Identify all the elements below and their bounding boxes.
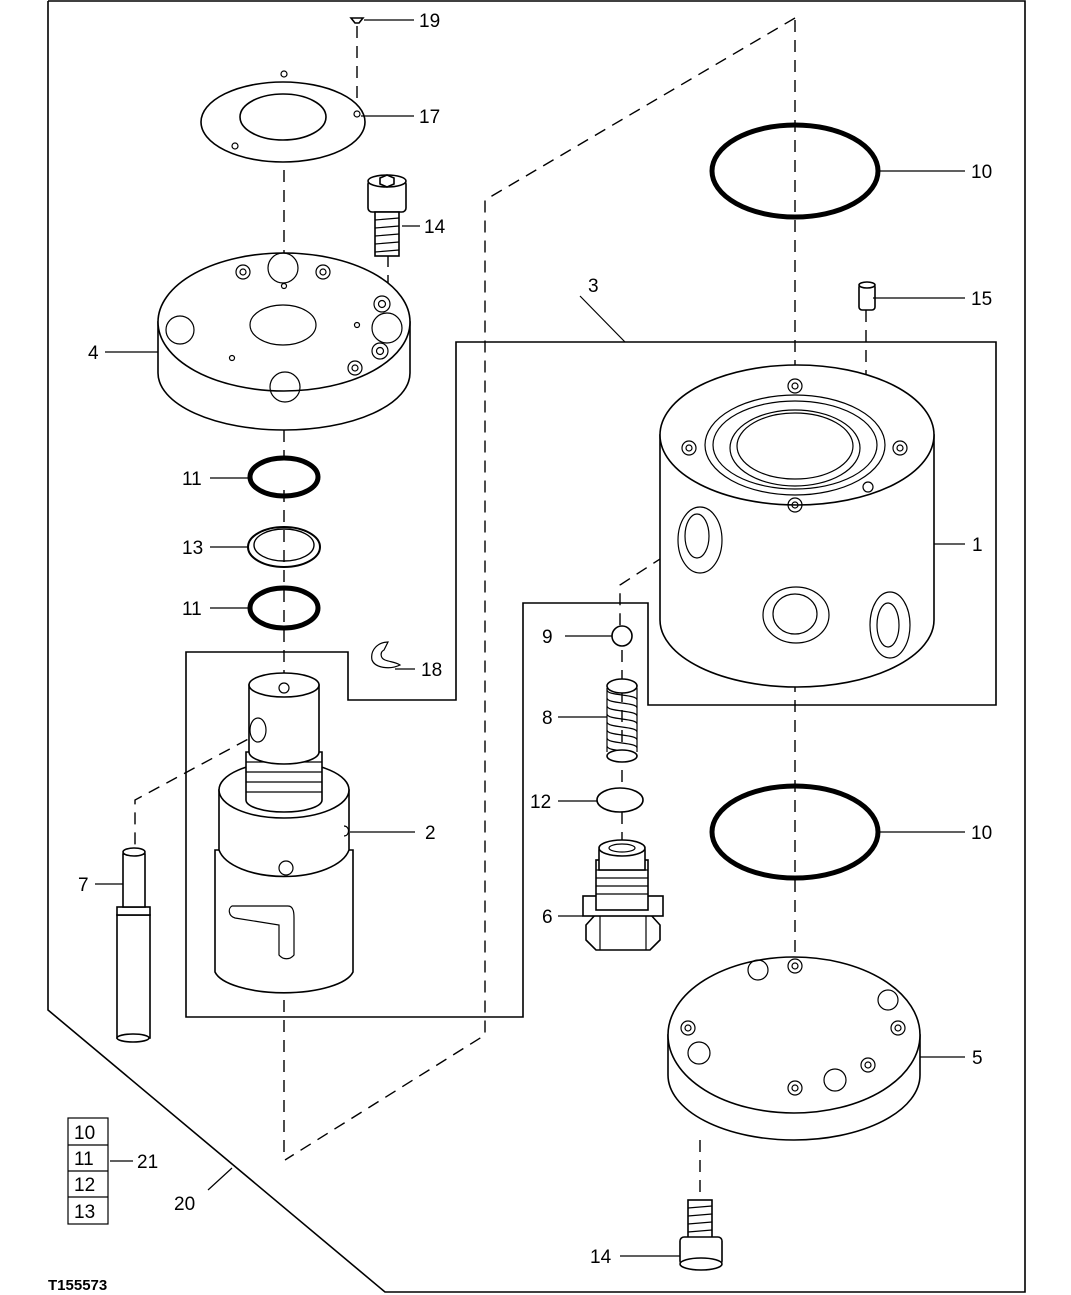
callout-5: 5 bbox=[972, 1048, 983, 1069]
snap-ring-18 bbox=[371, 641, 402, 669]
callout-1: 1 bbox=[972, 535, 983, 556]
callout-9: 9 bbox=[542, 627, 553, 648]
kit-item-11: 11 bbox=[74, 1149, 94, 1170]
callout-14-bottom: 14 bbox=[590, 1247, 612, 1268]
callout-20: 20 bbox=[174, 1194, 195, 1215]
gasket-plate-17 bbox=[200, 70, 366, 163]
callout-11-lower: 11 bbox=[182, 599, 202, 620]
callout-19: 19 bbox=[419, 11, 440, 32]
callout-2: 2 bbox=[425, 823, 436, 844]
callout-labels: 19 17 14 4 3 11 13 11 18 2 7 10 15 1 10 … bbox=[78, 11, 992, 1268]
callout-3: 3 bbox=[588, 276, 599, 297]
callout-4: 4 bbox=[88, 343, 99, 364]
callout-17: 17 bbox=[419, 107, 440, 128]
plug-6 bbox=[582, 839, 664, 951]
o-ring-10-upper bbox=[709, 122, 881, 220]
figure-id: T155573 bbox=[48, 1277, 107, 1294]
callout-12: 12 bbox=[530, 792, 551, 813]
callout-14-top: 14 bbox=[424, 217, 446, 238]
kit-item-12: 12 bbox=[74, 1175, 95, 1196]
dowel-pin-15 bbox=[858, 281, 876, 311]
kit-contents-box: 10 11 12 13 bbox=[67, 1117, 109, 1225]
cap-screw-14-top bbox=[367, 174, 407, 257]
o-ring-11-upper bbox=[247, 455, 321, 499]
callout-10-upper: 10 bbox=[971, 162, 992, 183]
pin-19 bbox=[349, 17, 365, 24]
callout-13: 13 bbox=[182, 538, 203, 559]
cap-screw-14-bottom bbox=[679, 1199, 723, 1271]
upper-cap-4 bbox=[157, 252, 411, 431]
callout-10-lower: 10 bbox=[971, 823, 992, 844]
callout-7: 7 bbox=[78, 875, 89, 896]
spool-housing-2 bbox=[214, 672, 354, 994]
pin-7 bbox=[116, 847, 151, 1043]
housing-group-bracket bbox=[185, 341, 997, 1018]
check-ball-9 bbox=[611, 625, 633, 647]
callout-21: 21 bbox=[137, 1152, 158, 1173]
kit-item-13: 13 bbox=[74, 1202, 95, 1223]
callout-11-upper: 11 bbox=[182, 469, 202, 490]
callout-8: 8 bbox=[542, 708, 553, 729]
kit-boundary-outline bbox=[47, 0, 1026, 1293]
seal-12 bbox=[596, 787, 644, 813]
callout-15: 15 bbox=[971, 289, 992, 310]
callout-18: 18 bbox=[421, 660, 442, 681]
kit-item-10: 10 bbox=[74, 1123, 95, 1144]
main-housing-1 bbox=[659, 364, 935, 688]
leader-lines bbox=[95, 19, 965, 1257]
spring-8 bbox=[606, 678, 638, 763]
lower-cap-5 bbox=[667, 956, 921, 1141]
callout-6: 6 bbox=[542, 907, 553, 928]
